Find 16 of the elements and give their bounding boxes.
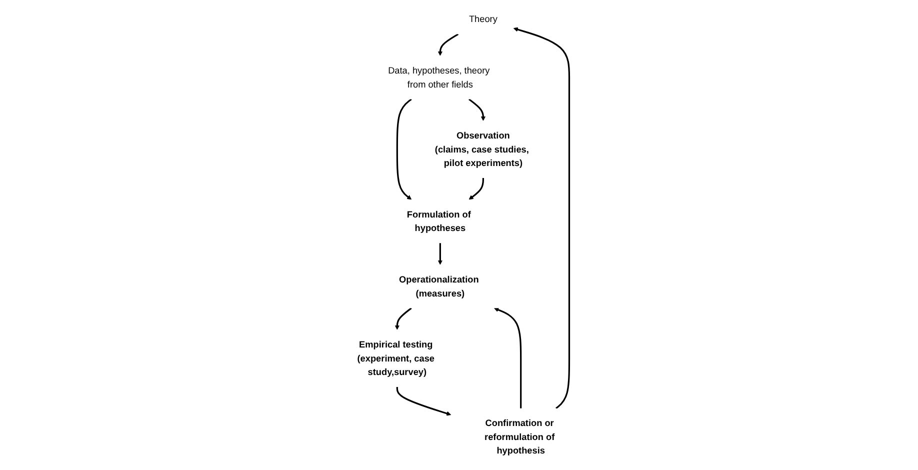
arrow: [468, 98, 486, 121]
node-text: Observation (claims, case studies, pilot experiments): [434, 130, 529, 168]
node-text: Operationalization (measures): [399, 274, 479, 298]
arrow: [396, 386, 452, 416]
arrow: [438, 33, 459, 56]
arrow: [438, 243, 443, 265]
arrow: [468, 178, 484, 200]
node-text: Formulation of hypotheses: [406, 209, 471, 234]
node-text: Empirical testing (experiment, case study,survey): [357, 339, 435, 377]
node-text: Theory: [468, 14, 498, 24]
arrow: [394, 308, 412, 330]
arrow: [513, 27, 570, 410]
arrow: [396, 98, 412, 200]
arrow: [494, 308, 522, 408]
node-text: Confirmation or reformulation of hypothesis: [484, 418, 555, 456]
node-text: Data, hypotheses, theory from other fields: [388, 65, 490, 90]
